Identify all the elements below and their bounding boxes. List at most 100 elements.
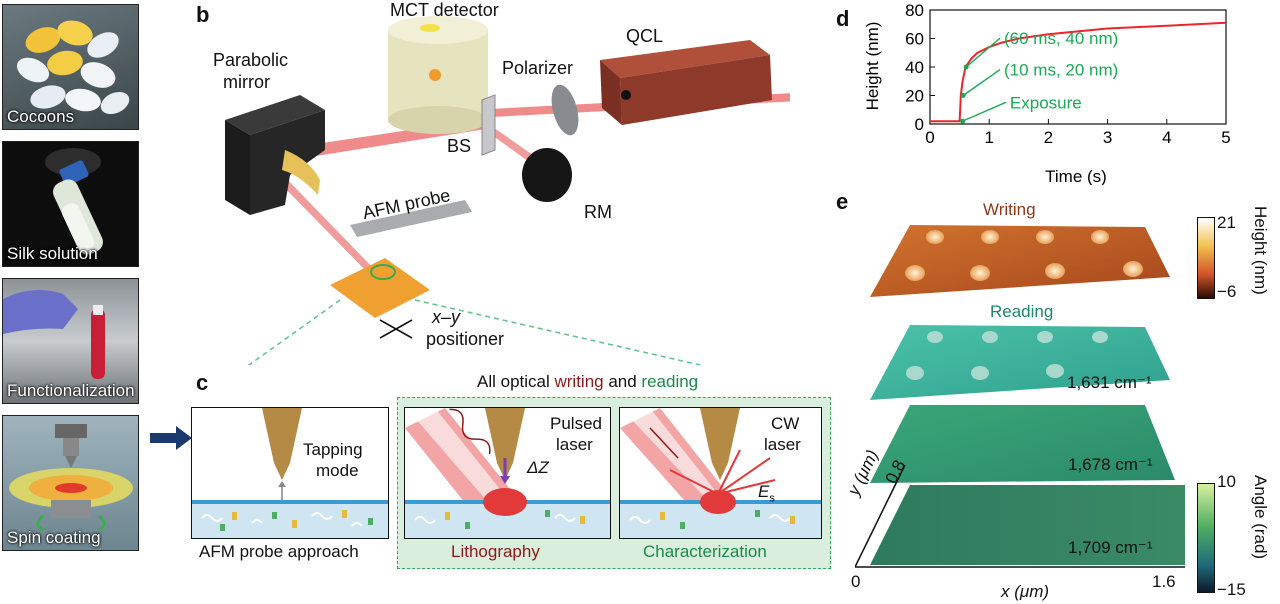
writing-dots (905, 230, 1143, 281)
afm-maps-stack (855, 225, 1185, 568)
angle-colorbar-label: Angle (rad) (1251, 475, 1270, 560)
reading-dots (906, 331, 1108, 380)
pulsed-laser-label-2: laser (556, 435, 593, 454)
positioner-label: positioner (426, 329, 505, 349)
polarizer-icon (551, 84, 579, 136)
panel-label-c: c (196, 370, 209, 395)
flow-arrow-icon (150, 426, 192, 450)
cw-laser-label-1: CW (771, 414, 800, 433)
reading-label: Reading (990, 302, 1054, 321)
pulsed-laser-label-1: Pulsed (550, 414, 602, 433)
panel-c-title: All optical writing and reading (477, 372, 698, 392)
xy-label: x–y (432, 307, 461, 327)
y-tick-label: 40 (905, 58, 924, 77)
x-tick-label: 2 (1044, 128, 1053, 147)
es-label-sub: s (769, 492, 775, 505)
chart-annotations: (60 ms, 40 nm) (10 ms, 20 nm) Exposure (960, 29, 1118, 124)
angle-colorbar-min: −15 (1217, 580, 1246, 599)
height-colorbar-min: −6 (1217, 282, 1237, 301)
cocoons-photo: Cocoons (2, 4, 139, 130)
x-tick-label: 4 (1162, 128, 1171, 147)
characterization-box (619, 407, 822, 539)
afm-approach-box (191, 407, 389, 539)
panel-c-title-writing: writing (554, 372, 604, 391)
chart-annotation-label: Exposure (1010, 93, 1082, 112)
reference-mirror-icon (522, 148, 572, 202)
height-colorbar (1197, 217, 1215, 299)
lithography-label: Lithography (451, 542, 540, 561)
tapping-mode-label-2: mode (316, 461, 359, 480)
qcl-label: QCL (626, 26, 664, 46)
laser-beam-sample (273, 170, 375, 275)
silk-solution-photo: Silk solution (2, 141, 139, 267)
annotation-arrow (965, 37, 1001, 68)
panel-label-e: e (836, 189, 849, 214)
characterization-illustration (620, 408, 821, 538)
annotation-arrow (962, 101, 1007, 122)
silk-solution-caption: Silk solution (7, 244, 98, 263)
chart-annotation-label: (10 ms, 20 nm) (1004, 61, 1118, 80)
delta-z-label: ΔZ (527, 458, 549, 477)
height-colorbar-label: Height (nm) (1251, 206, 1270, 295)
es-label: Es (758, 482, 775, 504)
annotation-arrowhead (963, 64, 969, 70)
panel-label-b: b (196, 2, 210, 27)
tapping-mode-label-1: Tapping (303, 440, 363, 459)
panel-c-title-mid: and (603, 372, 642, 391)
writing-label: Writing (983, 200, 1036, 219)
annotation-arrowhead (960, 93, 966, 98)
es-label-main: E (758, 482, 770, 501)
y-tick-label: 60 (905, 30, 924, 49)
sample-stage-icon (330, 258, 430, 318)
parabolic-label-line2: mirror (223, 72, 270, 92)
reference-mirror-label: RM (584, 202, 612, 222)
y-tick-label: 20 (905, 87, 924, 106)
wavenumber-1678: 1,678 cm⁻¹ (1068, 455, 1153, 474)
reading-map-1678 (870, 405, 1175, 483)
annotation-arrow (962, 68, 1001, 97)
x-tick-label: 3 (1103, 128, 1112, 147)
characterization-label: Characterization (643, 542, 767, 561)
lithography-box (404, 407, 611, 539)
optical-setup-diagram (225, 16, 790, 365)
x-tick-label: 0 (925, 128, 934, 147)
lithography-illustration (405, 408, 610, 538)
functionalization-image (3, 290, 105, 379)
chart-y-label: Height (nm) (863, 22, 882, 111)
angle-colorbar (1197, 483, 1215, 593)
beam-splitter-label: BS (447, 136, 472, 156)
functionalization-caption: Functionalization (7, 381, 135, 400)
silk-vial-image (45, 148, 103, 255)
cocoons-image (16, 20, 130, 115)
writing-map (870, 225, 1170, 297)
mct-detector-label: MCT detector (390, 0, 499, 20)
y-tick-label: 0 (915, 115, 924, 134)
reading-map-1631 (870, 325, 1170, 400)
panel-label-d: d (836, 6, 850, 31)
afm-probe-icon (350, 200, 472, 237)
height-colorbar-max: 21 (1217, 213, 1236, 232)
chart-annotation-label: (60 ms, 40 nm) (1004, 29, 1118, 48)
x-axis-label: x (μm) (1001, 582, 1050, 601)
spin-coating-photo: Spin coating (2, 415, 139, 551)
cocoons-caption: Cocoons (7, 107, 75, 126)
beam-splitter-icon (481, 94, 496, 156)
x-tick-label: 5 (1221, 128, 1230, 147)
x-axis-start: 0 (851, 572, 861, 591)
x-axis-end: 1.6 (1152, 572, 1176, 591)
angle-colorbar-max: 10 (1217, 472, 1236, 491)
wavenumber-1631: 1,631 cm⁻¹ (1067, 373, 1152, 392)
panel-c-title-pre: All optical (477, 372, 555, 391)
wavenumber-1709: 1,709 cm⁻¹ (1068, 538, 1153, 557)
cw-laser-label-2: laser (764, 435, 801, 454)
qcl-laser-icon (600, 40, 772, 125)
chart-x-label: Time (s) (1045, 167, 1107, 185)
spin-coater-image (9, 424, 133, 532)
functionalization-photo: Functionalization (2, 278, 139, 404)
parabolic-label-line1: Parabolic (213, 50, 289, 70)
parabolic-mirror-icon (225, 95, 325, 215)
y-tick-label: 80 (905, 1, 924, 20)
spin-coating-caption: Spin coating (7, 528, 101, 547)
